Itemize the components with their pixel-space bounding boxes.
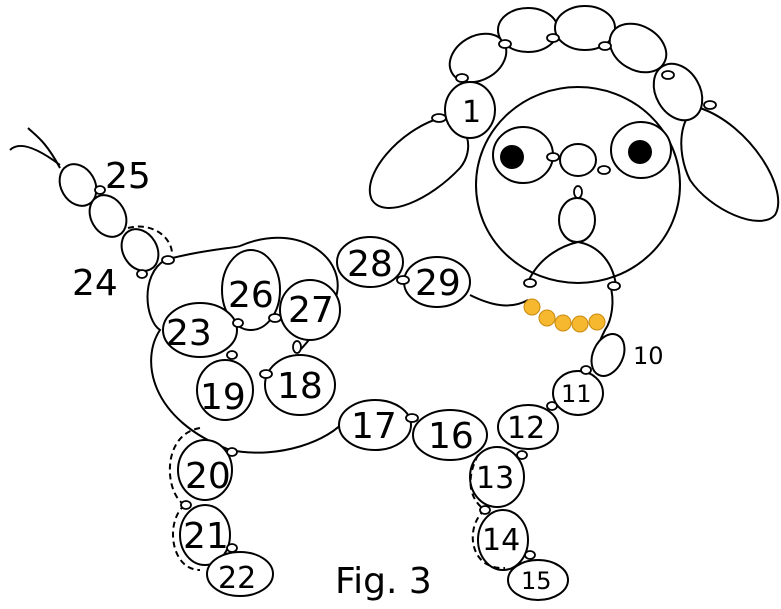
figure-caption: Fig. 3	[335, 561, 432, 602]
tail-ring-mid	[88, 194, 128, 238]
ring-23	[162, 302, 238, 358]
muzzle-outline	[527, 240, 617, 286]
tail-thread	[9, 145, 61, 166]
nose-ring	[558, 197, 596, 243]
label-ring-29: 29	[415, 263, 461, 304]
ring-1	[444, 81, 496, 139]
picot	[396, 275, 410, 285]
ring-27	[279, 279, 341, 341]
ring-28	[336, 236, 404, 288]
picot	[498, 39, 512, 49]
picot	[455, 73, 469, 83]
picot	[226, 543, 238, 553]
label-ring-14: 14	[482, 523, 520, 558]
tail-thread	[27, 127, 61, 169]
collar-bead	[538, 309, 556, 327]
picot	[580, 365, 592, 375]
ring-12	[497, 404, 559, 450]
picot	[524, 550, 536, 560]
ring-15	[507, 559, 569, 601]
picot	[573, 185, 583, 199]
label-ring-1: 1	[462, 95, 481, 130]
collar-bead	[523, 298, 541, 316]
picot	[546, 401, 558, 411]
collar-bead	[554, 314, 572, 332]
label-ring-22: 22	[218, 561, 256, 596]
picot	[259, 369, 273, 379]
label-ring-16: 16	[428, 416, 474, 457]
ring-22	[206, 551, 274, 597]
label-ring-10: 10	[633, 342, 664, 370]
tail-ring-base	[120, 228, 160, 272]
ring-26	[221, 249, 281, 331]
picot	[661, 70, 675, 80]
picot	[703, 100, 717, 110]
label-ring-21: 21	[183, 516, 229, 557]
collar-bead	[571, 315, 589, 333]
leg-right-dashed-chain	[469, 454, 486, 511]
picot	[479, 505, 491, 515]
picot	[431, 113, 447, 123]
label-ring-28: 28	[347, 244, 393, 285]
picot	[405, 413, 419, 423]
label-ring-11: 11	[561, 380, 592, 408]
picot	[292, 340, 302, 354]
right-eye	[628, 140, 652, 164]
label-ring-24: 24	[72, 263, 118, 304]
picot	[226, 350, 238, 360]
rear-body-outline	[146, 259, 346, 454]
picot	[516, 450, 528, 460]
tail-ring-top	[58, 163, 98, 207]
label-ring-26: 26	[228, 275, 274, 316]
picot	[597, 165, 611, 175]
right-ear	[680, 106, 780, 222]
label-ring-18: 18	[277, 366, 323, 407]
picot	[546, 33, 560, 43]
label-ring-19: 19	[200, 377, 246, 418]
picot	[607, 281, 621, 291]
picot	[136, 269, 148, 279]
ring-17	[338, 399, 412, 451]
label-ring-23: 23	[166, 313, 212, 354]
picot	[232, 318, 244, 328]
label-ring-20: 20	[185, 456, 231, 497]
ring-21	[179, 504, 231, 566]
picot	[180, 500, 192, 510]
label-ring-12: 12	[507, 411, 545, 446]
collar-bead	[588, 313, 606, 331]
picot	[94, 185, 106, 195]
label-ring-17: 17	[351, 406, 397, 447]
ring-18	[264, 354, 336, 416]
picot	[546, 152, 560, 162]
head-ring-d	[608, 22, 668, 74]
forehead-ring	[559, 143, 597, 177]
leg-right-dashed-chain	[471, 509, 506, 570]
ring-16	[412, 409, 488, 461]
face-outline	[475, 86, 681, 284]
left-eye	[500, 145, 524, 169]
label-ring-15: 15	[521, 567, 552, 595]
picot	[268, 313, 282, 323]
picot	[523, 278, 537, 288]
picot	[598, 41, 612, 51]
label-ring-25: 25	[105, 156, 151, 197]
label-ring-13: 13	[476, 461, 514, 496]
picot	[226, 447, 238, 457]
leg-left-dashed-chain	[168, 427, 201, 506]
neck-chain	[469, 294, 529, 307]
ring-10	[590, 333, 626, 377]
ring-11	[552, 370, 604, 416]
ring-19	[196, 359, 254, 421]
body-top-chain	[164, 245, 241, 261]
label-ring-27: 27	[288, 290, 334, 331]
leg-left-dashed-chain	[172, 504, 201, 571]
picot	[161, 255, 175, 265]
tail-dashed-chain	[127, 225, 173, 253]
left-ear	[369, 116, 470, 210]
ring-20	[177, 439, 233, 501]
ring-14	[477, 509, 529, 571]
